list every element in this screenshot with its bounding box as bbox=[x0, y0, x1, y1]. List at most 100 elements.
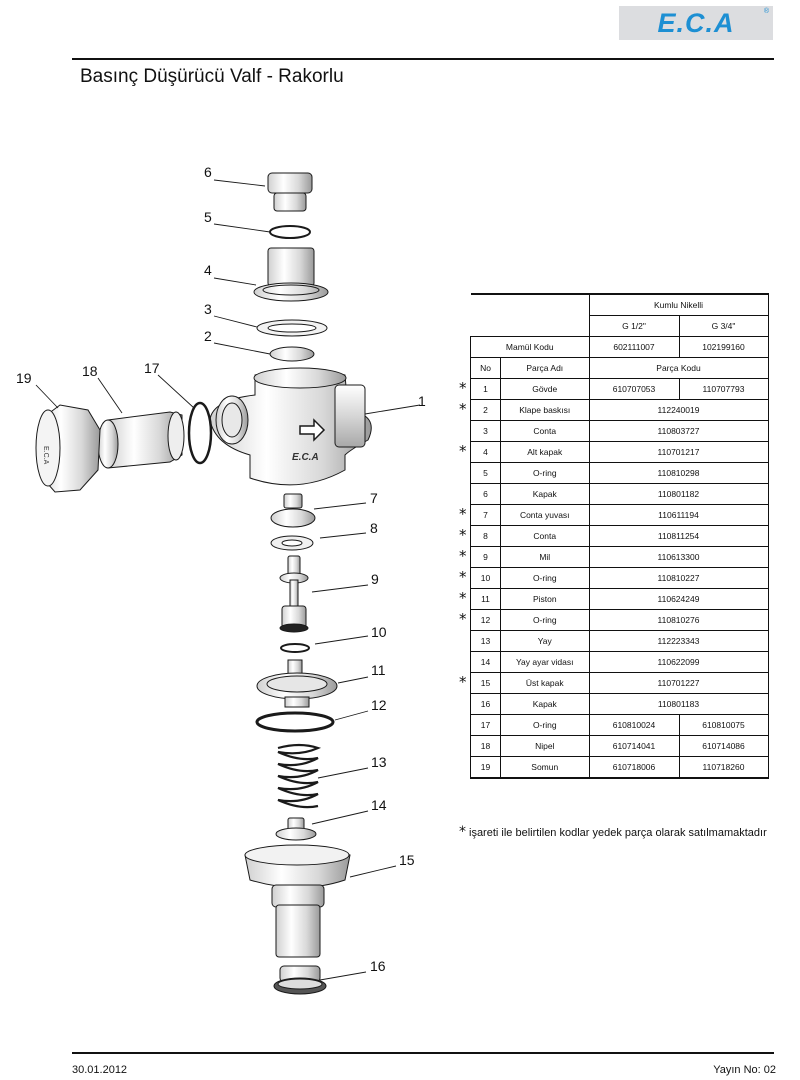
part-no: 11 bbox=[470, 588, 501, 610]
part-name: Conta bbox=[500, 525, 590, 547]
callout-5: 5 bbox=[204, 209, 212, 225]
asterisk-icon: * bbox=[459, 526, 467, 544]
part-name: Conta yuvası bbox=[500, 504, 590, 526]
part-code: 110701227 bbox=[588, 672, 769, 694]
part-no: 14 bbox=[470, 651, 501, 673]
part-no: 4 bbox=[470, 441, 501, 463]
callout-17: 17 bbox=[144, 360, 160, 376]
svg-text:E.C.A: E.C.A bbox=[42, 446, 49, 465]
part-12-oring bbox=[255, 711, 335, 733]
callout-6: 6 bbox=[204, 164, 212, 180]
footer-rule bbox=[72, 1052, 774, 1054]
part-no: 2 bbox=[470, 399, 501, 421]
size-header-2: G 3/4" bbox=[678, 315, 769, 337]
part-no: 18 bbox=[470, 735, 501, 757]
part-code: 110624249 bbox=[588, 588, 769, 610]
footer-date: 30.01.2012 bbox=[72, 1064, 128, 1076]
part-no: 6 bbox=[470, 483, 501, 505]
part-code-g34: 610714086 bbox=[678, 735, 769, 757]
callout-19: 19 bbox=[16, 370, 32, 386]
part-no: 3 bbox=[470, 420, 501, 442]
header-rule bbox=[72, 58, 774, 60]
part-code-g12: 610707053 bbox=[588, 378, 680, 400]
part-no: 7 bbox=[470, 504, 501, 526]
part-code: 110810276 bbox=[588, 609, 769, 631]
leader-lines bbox=[35, 179, 421, 981]
part-name: O-ring bbox=[500, 609, 590, 631]
col-header-code: Parça Kodu bbox=[588, 357, 769, 379]
part-code-g12: 610718006 bbox=[588, 756, 680, 779]
part-code: 110622099 bbox=[588, 651, 769, 673]
part-no: 1 bbox=[470, 378, 501, 400]
asterisk-icon: * bbox=[459, 568, 467, 586]
finish-header: Kumlu Nikelli bbox=[588, 293, 769, 316]
callout-1: 1 bbox=[418, 393, 426, 409]
part-10-oring bbox=[280, 643, 310, 653]
product-code-1: 602111007 bbox=[588, 336, 680, 358]
part-4-bottom-cap bbox=[267, 247, 315, 287]
callout-3: 3 bbox=[204, 301, 212, 317]
asterisk-icon: * bbox=[459, 505, 467, 523]
part-17-oring bbox=[187, 401, 213, 465]
part-code-g34: 610810075 bbox=[678, 714, 769, 736]
callout-10: 10 bbox=[371, 624, 387, 640]
asterisk-icon: * bbox=[459, 547, 467, 565]
part-6-cap bbox=[267, 172, 313, 194]
callout-13: 13 bbox=[371, 754, 387, 770]
asterisk-icon: * bbox=[459, 824, 466, 840]
part-name: Piston bbox=[500, 588, 590, 610]
part-code: 110801182 bbox=[588, 483, 769, 505]
part-code-g12: 610810024 bbox=[588, 714, 680, 736]
footnote-text: işareti ile belirtilen kodlar yedek parç… bbox=[469, 827, 767, 839]
part-name: Nipel bbox=[500, 735, 590, 757]
part-code-g34: 110718260 bbox=[678, 756, 769, 779]
part-code: 110803727 bbox=[588, 420, 769, 442]
asterisk-icon: * bbox=[459, 400, 467, 418]
part-name: Alt kapak bbox=[500, 441, 590, 463]
part-name: Klape baskısı bbox=[500, 399, 590, 421]
part-no: 8 bbox=[470, 525, 501, 547]
callout-9: 9 bbox=[371, 571, 379, 587]
part-2-disc-holder bbox=[269, 346, 315, 362]
part-name: Kapak bbox=[500, 693, 590, 715]
part-name: Mil bbox=[500, 546, 590, 568]
callout-8: 8 bbox=[370, 520, 378, 536]
part-name: Yay bbox=[500, 630, 590, 652]
part-code: 110801183 bbox=[588, 693, 769, 715]
part-no: 17 bbox=[470, 714, 501, 736]
part-no: 15 bbox=[470, 672, 501, 694]
part-no: 13 bbox=[470, 630, 501, 652]
col-header-name: Parça Adı bbox=[500, 357, 590, 379]
product-code-2: 102199160 bbox=[678, 336, 769, 358]
part-name: Üst kapak bbox=[500, 672, 590, 694]
asterisk-icon: * bbox=[459, 589, 467, 607]
part-13-spring bbox=[277, 743, 322, 809]
part-no: 10 bbox=[470, 567, 501, 589]
part-no: 19 bbox=[470, 756, 501, 779]
part-name: Yay ayar vidası bbox=[500, 651, 590, 673]
part-no: 16 bbox=[470, 693, 501, 715]
col-header-no: No bbox=[470, 357, 501, 379]
part-code: 110613300 bbox=[588, 546, 769, 568]
callout-2: 2 bbox=[204, 328, 212, 344]
size-header-1: G 1/2" bbox=[588, 315, 680, 337]
part-code: 110810298 bbox=[588, 462, 769, 484]
part-name: Gövde bbox=[500, 378, 590, 400]
part-5-oring bbox=[269, 225, 311, 239]
callout-16: 16 bbox=[370, 958, 386, 974]
